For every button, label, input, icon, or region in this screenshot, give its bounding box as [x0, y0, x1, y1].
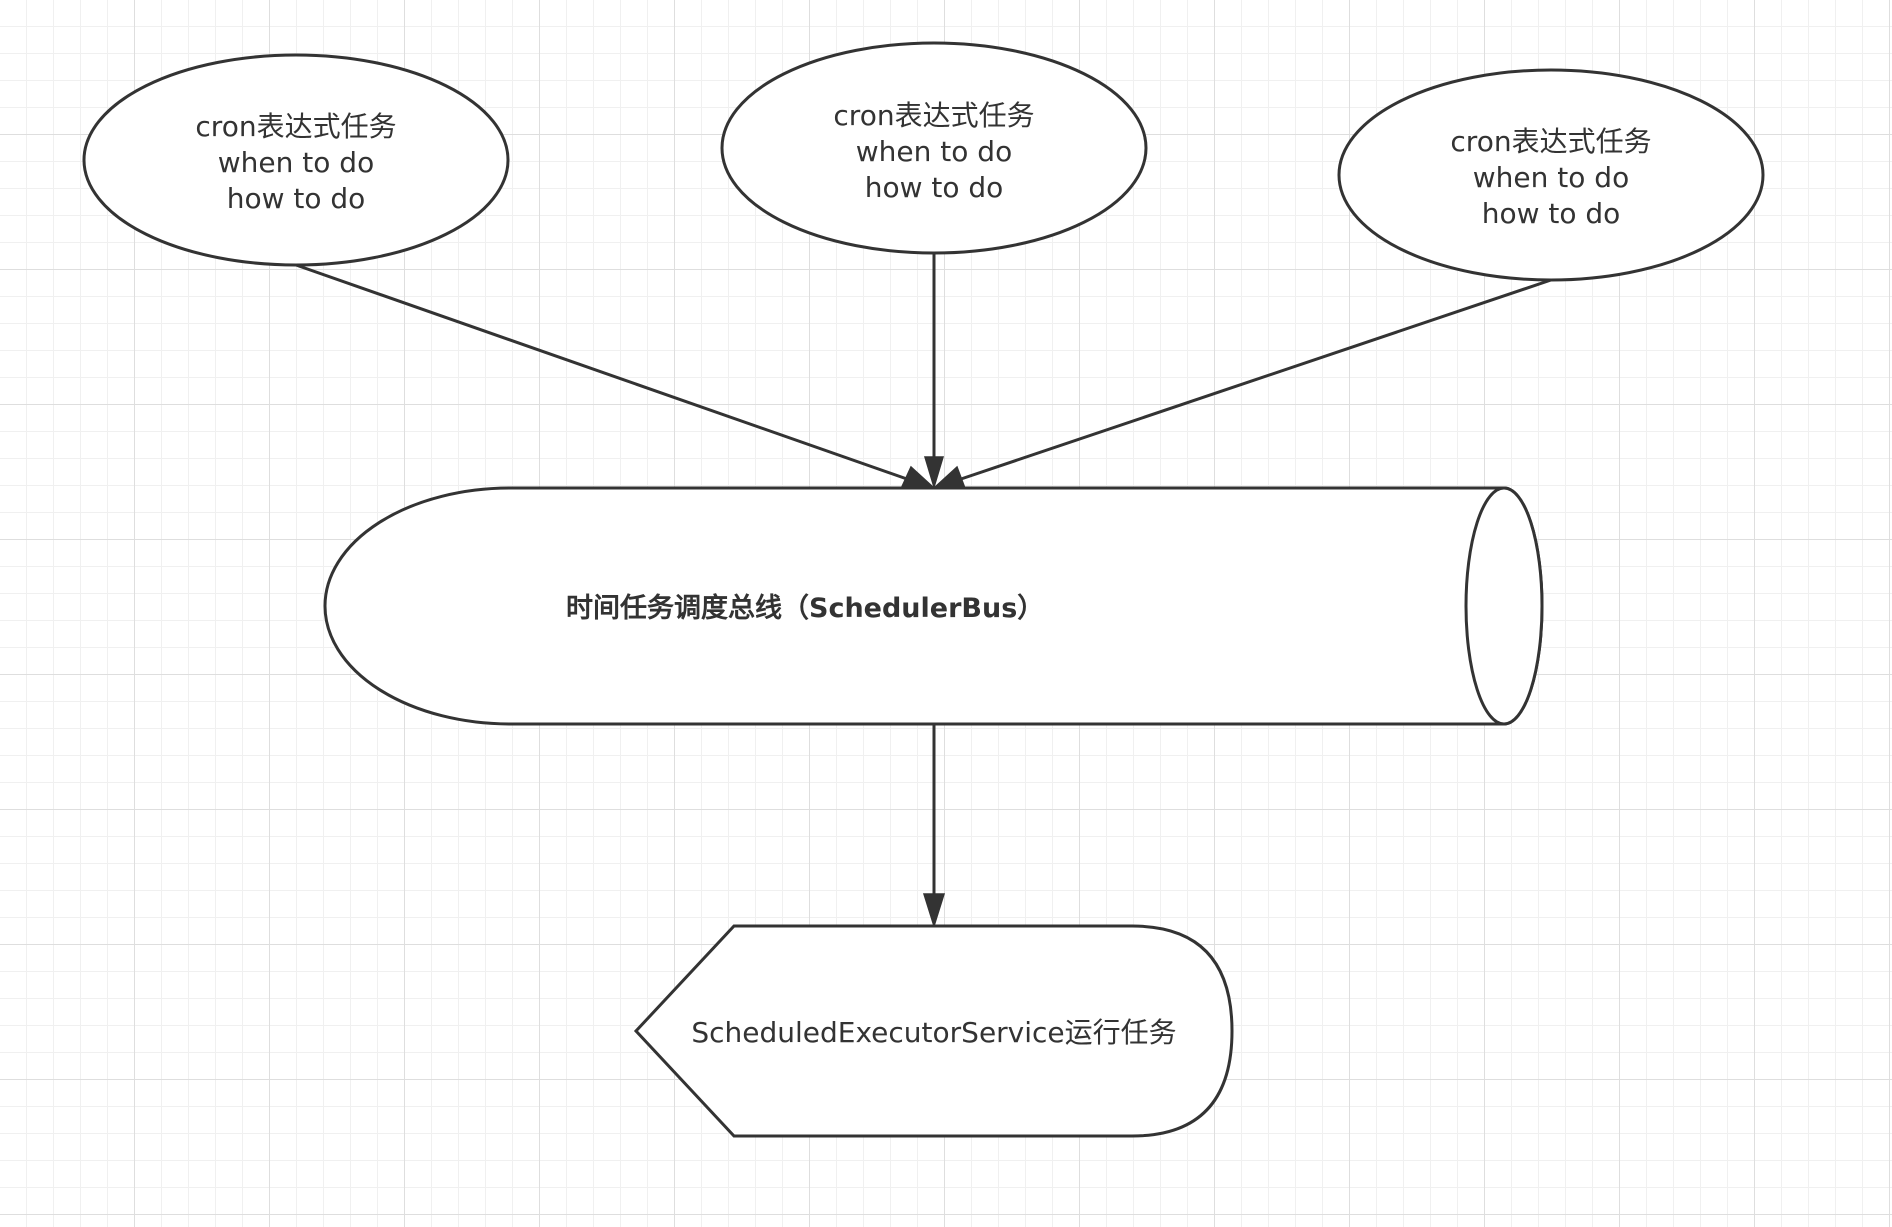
task-label-line-1: cron表达式任务 [1450, 125, 1651, 158]
task-label-line-1: cron表达式任务 [195, 110, 396, 143]
task-label-line-2: when to do [856, 135, 1012, 168]
edge-task-3-to-bus[interactable] [960, 278, 1552, 481]
edges [295, 253, 1552, 929]
task-label-line-2: when to do [218, 146, 374, 179]
task-label-line-3: how to do [865, 171, 1004, 204]
task-label-line-2: when to do [1473, 161, 1629, 194]
arrowhead-executor [922, 893, 946, 929]
edge-task-1-to-bus[interactable] [295, 263, 908, 481]
bus-label: 时间任务调度总线（SchedulerBus） [566, 592, 1044, 624]
executor-shape [633, 924, 1234, 1138]
task-ellipse [720, 41, 1148, 255]
bus-end-cap [1464, 486, 1544, 726]
task-label-line-1: cron表达式任务 [833, 99, 1034, 132]
executor-label: ScheduledExecutorService运行任务 [691, 1016, 1176, 1049]
task-node-3[interactable]: cron表达式任务 when to do how to do [1337, 68, 1765, 282]
task-ellipse [82, 53, 510, 267]
task-node-1[interactable]: cron表达式任务 when to do how to do [82, 53, 510, 267]
task-ellipse [1337, 68, 1765, 282]
arrowhead-task-2 [923, 456, 945, 490]
executor-node[interactable]: ScheduledExecutorService运行任务 [633, 924, 1234, 1138]
task-label-line-3: how to do [1482, 197, 1621, 230]
scheduler-bus[interactable]: 时间任务调度总线（SchedulerBus） [323, 486, 1544, 726]
task-label-line-3: how to do [227, 182, 366, 215]
task-node-2[interactable]: cron表达式任务 when to do how to do [720, 41, 1148, 255]
